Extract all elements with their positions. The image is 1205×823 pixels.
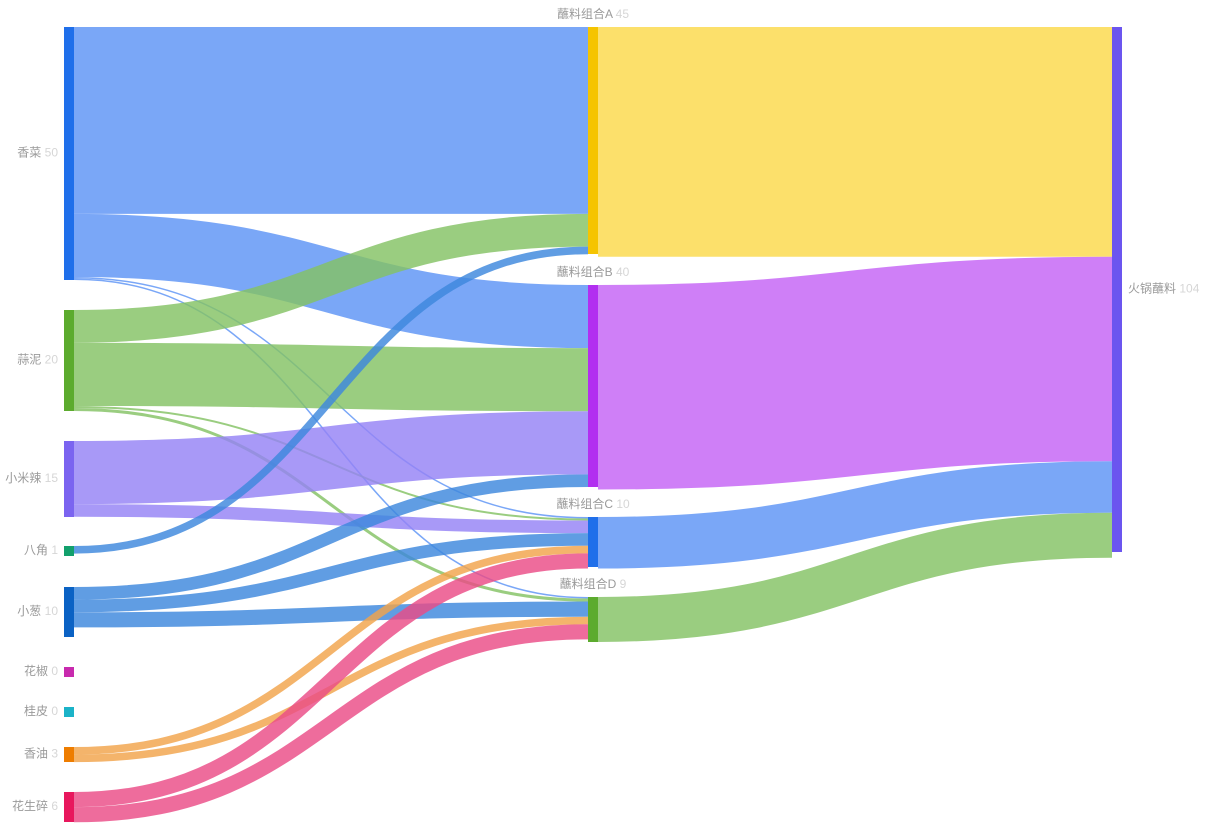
node-value: 0	[48, 664, 58, 678]
node-name: 蘸料组合A	[557, 6, 613, 21]
node-label-A: 蘸料组合A 45	[557, 6, 629, 21]
node-label-suanni: 蒜泥 20	[17, 353, 58, 367]
link-xiaomila-C	[73, 504, 589, 534]
node-label-xiaomila: 小米辣 15	[5, 471, 58, 485]
link-xiaomila-B	[73, 411, 589, 505]
link-huashengsui-C	[73, 553, 589, 808]
link-suanni-B	[73, 342, 589, 412]
node-C	[588, 517, 598, 567]
node-B	[588, 285, 598, 487]
link-xiangyou-C	[73, 545, 589, 755]
node-xiangyou	[64, 747, 74, 762]
node-value: 0	[48, 704, 58, 718]
node-label-hotpot: 火锅蘸料 104	[1128, 281, 1200, 296]
node-label-xiangcai: 香菜 50	[17, 146, 58, 160]
sankey-links	[73, 26, 1113, 823]
link-B-hotpot	[597, 256, 1113, 490]
node-value: 1	[48, 543, 58, 557]
node-guipi	[64, 707, 74, 717]
node-label-xiangyou: 香油 3	[24, 747, 58, 761]
node-huajiao	[64, 667, 74, 677]
node-xiaomila	[64, 441, 74, 517]
node-D	[588, 597, 598, 642]
link-suanni-D	[73, 407, 589, 602]
node-label-C: 蘸料组合C 10	[556, 496, 630, 511]
node-label-huajiao: 花椒 0	[24, 663, 58, 678]
node-value: 10	[41, 604, 58, 618]
node-value: 45	[612, 7, 629, 21]
node-name: 蘸料组合B	[557, 264, 613, 279]
link-C-hotpot	[597, 461, 1113, 569]
link-xiaocong-C	[73, 533, 589, 613]
node-huashengsui	[64, 792, 74, 822]
node-name: 蘸料组合D	[560, 576, 617, 591]
sankey-nodes	[64, 27, 1122, 822]
node-name: 香油	[24, 747, 48, 761]
node-value: 10	[613, 497, 630, 511]
node-xiaocong	[64, 587, 74, 637]
node-label-B: 蘸料组合B 40	[557, 264, 630, 279]
link-xiaocong-D	[73, 601, 589, 628]
node-name: 桂皮	[24, 703, 48, 718]
node-label-D: 蘸料组合D 9	[560, 576, 627, 591]
link-D-hotpot	[597, 512, 1113, 642]
node-label-guipi: 桂皮 0	[24, 703, 58, 718]
link-suanni-A	[73, 213, 589, 343]
node-name: 八角	[24, 543, 48, 557]
link-xiaocong-B	[73, 474, 589, 600]
node-A	[588, 27, 598, 254]
node-suanni	[64, 310, 74, 411]
node-value: 104	[1176, 282, 1200, 296]
node-value: 9	[616, 577, 626, 591]
link-huashengsui-D	[73, 624, 589, 823]
node-value: 50	[41, 146, 58, 160]
node-value: 3	[48, 747, 58, 761]
node-value: 40	[613, 265, 630, 279]
node-name: 香菜	[17, 146, 41, 160]
node-name: 小葱	[17, 604, 41, 618]
node-bajiao	[64, 546, 74, 556]
node-label-xiaocong: 小葱 10	[17, 604, 58, 618]
node-xiangcai	[64, 27, 74, 280]
node-label-bajiao: 八角 1	[24, 543, 58, 557]
node-hotpot	[1112, 27, 1122, 552]
node-value: 20	[41, 353, 58, 367]
node-value: 15	[41, 471, 58, 485]
node-name: 花椒	[24, 663, 48, 678]
node-name: 蒜泥	[17, 353, 41, 367]
node-name: 小米辣	[5, 471, 41, 485]
node-name: 蘸料组合C	[556, 496, 613, 511]
node-name: 花生碎	[12, 798, 48, 813]
node-name: 火锅蘸料	[1128, 281, 1176, 296]
link-bajiao-A	[73, 246, 589, 554]
node-value: 6	[48, 799, 58, 813]
node-label-huashengsui: 花生碎 6	[12, 798, 58, 813]
